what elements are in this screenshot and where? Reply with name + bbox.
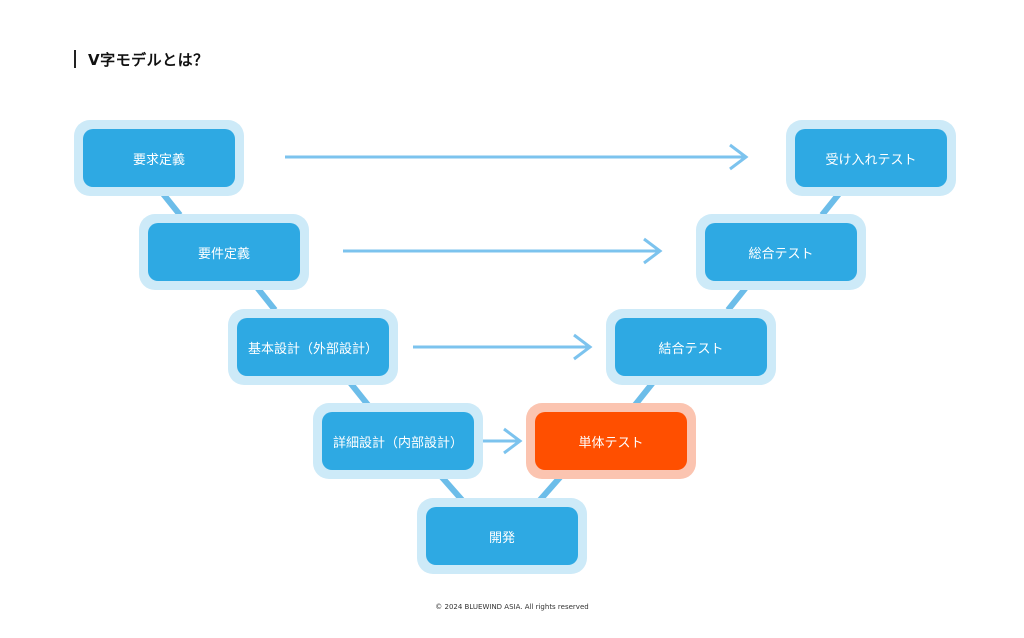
node-label: 結合テスト	[615, 318, 767, 376]
node-label: 基本設計（外部設計）	[237, 318, 389, 376]
node-requirements-definition: 要求定義	[74, 120, 244, 196]
node-detailed-design: 詳細設計（内部設計）	[313, 403, 483, 479]
node-unit-test: 単体テスト	[526, 403, 696, 479]
node-basic-design: 基本設計（外部設計）	[228, 309, 398, 385]
node-development: 開発	[417, 498, 587, 574]
node-integration-test: 結合テスト	[606, 309, 776, 385]
node-label: 要件定義	[148, 223, 300, 281]
arrow-req-to-acceptance	[285, 143, 749, 171]
node-label: 詳細設計（内部設計）	[322, 412, 474, 470]
arrow-detail-to-unit	[482, 427, 523, 455]
node-specification-definition: 要件定義	[139, 214, 309, 290]
node-label: 総合テスト	[705, 223, 857, 281]
link-dev-to-unit	[537, 473, 565, 502]
node-label: 開発	[426, 507, 578, 565]
title-accent-bar	[74, 50, 76, 68]
node-label: 単体テスト	[535, 412, 687, 470]
node-acceptance-test: 受け入れテスト	[786, 120, 956, 196]
copyright-footer: © 2024 BLUEWIND ASIA. All rights reserve…	[435, 603, 589, 611]
link-detail-to-dev	[437, 473, 465, 502]
arrow-spec-to-system	[343, 237, 663, 265]
node-label: 要求定義	[83, 129, 235, 187]
node-label: 受け入れテスト	[795, 129, 947, 187]
page-title: V字モデルとは？	[88, 51, 209, 69]
arrow-basic-to-integration	[413, 333, 593, 361]
node-system-test: 総合テスト	[696, 214, 866, 290]
